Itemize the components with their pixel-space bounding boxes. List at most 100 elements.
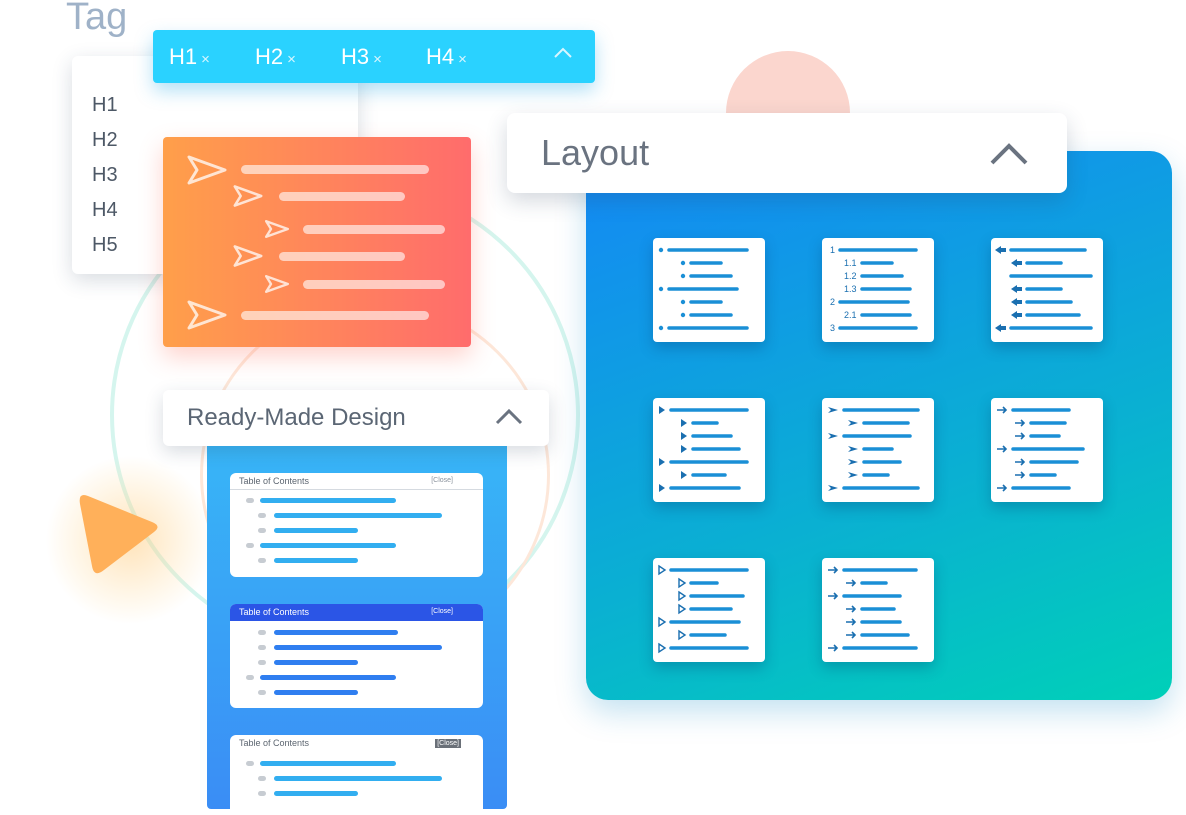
tag-select-bar[interactable]: H1× H2× H3× H4× <box>153 30 595 83</box>
toc-bullet <box>258 558 266 563</box>
layout-option-paper-plane[interactable] <box>822 398 934 502</box>
toc-bullet <box>258 776 266 781</box>
toc-bullet <box>246 498 254 503</box>
layout-preview <box>997 406 1085 492</box>
toc-line <box>274 791 358 796</box>
tag-chip-label: H2 <box>255 44 284 69</box>
paper-plane-icon <box>233 245 263 267</box>
layout-option-pointing-hand[interactable] <box>991 238 1103 342</box>
dropdown-item-h4[interactable]: H4 <box>92 199 118 221</box>
layout-option-numbered[interactable]: 1 1.1 1.2 1.3 2 2.1 3 <box>822 238 934 342</box>
toc-card-title: Table of Contents <box>239 738 310 748</box>
tag-chip-h2[interactable]: H2× <box>255 44 296 70</box>
layout-option-bullet-dots[interactable] <box>653 238 765 342</box>
toc-line <box>241 311 429 320</box>
toc-bullet <box>258 791 266 796</box>
toc-card-header <box>230 604 483 621</box>
tag-chip-h1[interactable]: H1× <box>169 44 210 70</box>
ready-made-design-header[interactable]: Ready-Made Design <box>163 390 549 446</box>
toc-line <box>274 660 358 665</box>
dropdown-item-h1[interactable]: H1 <box>92 94 118 116</box>
layout-header[interactable]: Layout <box>507 113 1067 193</box>
dropdown-item-h2[interactable]: H2 <box>92 129 118 151</box>
toc-bullet <box>246 761 254 766</box>
paper-plane-icon <box>187 300 227 330</box>
ready-made-panel: Table of Contents [Close] Table of Conte… <box>207 430 507 815</box>
paper-plane-icon <box>265 275 289 293</box>
toc-line <box>274 630 398 635</box>
close-icon[interactable]: × <box>373 51 382 68</box>
layout-preview <box>658 247 749 331</box>
layout-preview <box>659 406 749 492</box>
tag-chip-label: H1 <box>169 44 198 69</box>
layout-label: Layout <box>541 132 650 173</box>
tag-chip-label: H3 <box>341 44 370 69</box>
chevron-up-icon[interactable] <box>553 46 573 60</box>
paper-plane-icon <box>187 155 227 185</box>
toc-line <box>279 252 405 261</box>
paper-plane-icon <box>233 185 263 207</box>
number-label: 3 <box>830 323 835 333</box>
toc-card-default[interactable]: Table of Contents [Close] <box>230 473 483 577</box>
close-icon[interactable]: × <box>201 51 210 68</box>
tag-heading: Tag <box>66 0 128 38</box>
chevron-up-icon[interactable] <box>495 408 523 426</box>
toc-line <box>241 165 429 174</box>
divider <box>230 489 483 490</box>
toc-line <box>260 675 396 680</box>
toc-line <box>274 690 358 695</box>
toc-bullet <box>246 543 254 548</box>
toc-close-button[interactable]: [Close] <box>435 739 461 748</box>
toc-bullet <box>258 630 266 635</box>
close-icon[interactable]: × <box>287 51 296 68</box>
toc-line <box>279 192 405 201</box>
toc-close-link[interactable]: [Close] <box>431 477 453 484</box>
ready-made-design-label: Ready-Made Design <box>187 404 406 431</box>
layout-preview <box>995 246 1093 332</box>
number-label: 2 <box>830 297 835 307</box>
number-label: 1.1 <box>844 258 857 268</box>
layout-option-filled-triangle[interactable] <box>653 398 765 502</box>
toc-line <box>274 645 442 650</box>
toc-line <box>303 225 445 234</box>
number-label: 1.2 <box>844 271 857 281</box>
toc-card-title: Table of Contents <box>239 607 310 617</box>
layout-preview <box>658 564 749 654</box>
toc-line <box>260 761 396 766</box>
chevron-up-icon[interactable] <box>989 141 1029 167</box>
layout-preview <box>828 566 918 652</box>
layout-option-outline-triangle[interactable] <box>653 558 765 662</box>
play-triangle-icon <box>79 495 158 574</box>
toc-bullet <box>258 513 266 518</box>
toc-line <box>274 528 358 533</box>
toc-line <box>260 543 396 548</box>
toc-line <box>303 280 445 289</box>
toc-bullet <box>258 660 266 665</box>
number-label: 2.1 <box>844 310 857 320</box>
layout-option-thin-arrow[interactable] <box>822 558 934 662</box>
toc-bullet <box>258 690 266 695</box>
toc-card-gray-close[interactable]: Table of Contents [Close] <box>230 735 483 815</box>
toc-preview-card-orange <box>163 137 471 347</box>
paper-plane-icon <box>265 220 289 238</box>
layout-preview: 1 1.1 1.2 1.3 2 2.1 3 <box>830 245 918 333</box>
toc-close-link[interactable]: [Close] <box>431 608 453 615</box>
toc-bullet <box>258 645 266 650</box>
toc-card-title: Table of Contents <box>239 476 310 486</box>
toc-card-blue-header[interactable]: Table of Contents [Close] <box>230 604 483 708</box>
number-label: 1 <box>830 245 835 255</box>
toc-bullet <box>258 528 266 533</box>
tag-chip-h4[interactable]: H4× <box>426 44 467 70</box>
close-icon[interactable]: × <box>458 51 467 68</box>
toc-bullet <box>246 675 254 680</box>
dropdown-item-h3[interactable]: H3 <box>92 164 118 186</box>
toc-line <box>274 513 442 518</box>
layout-panel: 1 1.1 1.2 1.3 2 2.1 3 <box>586 151 1172 700</box>
tag-chip-h3[interactable]: H3× <box>341 44 382 70</box>
toc-line <box>274 776 442 781</box>
toc-line <box>260 498 396 503</box>
dropdown-item-h5[interactable]: H5 <box>92 234 118 256</box>
layout-option-right-arrow[interactable] <box>991 398 1103 502</box>
number-label: 1.3 <box>844 284 857 294</box>
layout-preview <box>828 407 920 491</box>
